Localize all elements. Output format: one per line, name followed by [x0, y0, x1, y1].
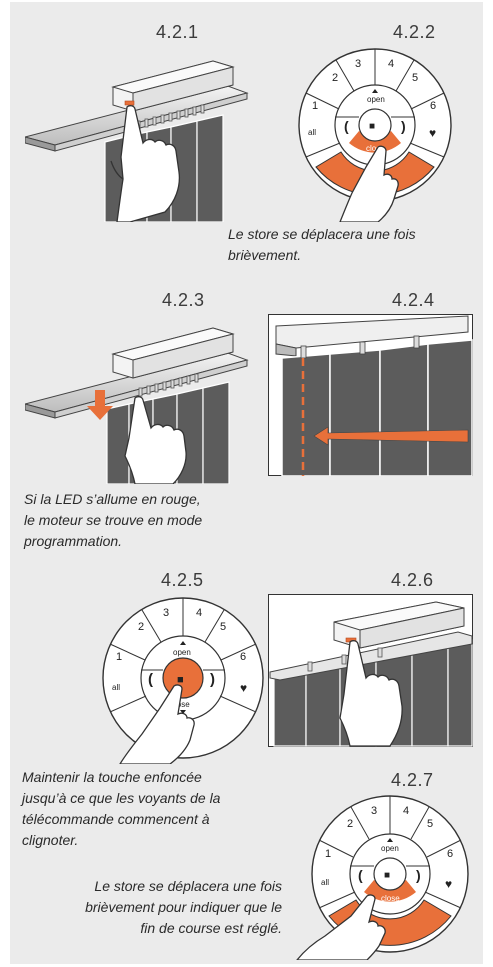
- caption-line: le moteur se trouve en mode: [24, 512, 203, 528]
- key-2[interactable]: 2: [332, 72, 338, 84]
- key-close[interactable]: close: [171, 700, 190, 709]
- caption-line: programmation.: [24, 533, 123, 549]
- step-label-4-2-7: 4.2.7: [391, 770, 434, 790]
- key-4[interactable]: 4: [403, 805, 409, 817]
- caption-line: télécommande commencent à: [22, 811, 210, 827]
- illustration-remote-close-final: 2 3 4 5 1 6 all ♥ open ■ ( ) close: [296, 795, 469, 960]
- key-open[interactable]: open: [173, 648, 191, 657]
- step-label-4-2-6: 4.2.6: [391, 570, 434, 590]
- step-label-4-2-5: 4.2.5: [161, 570, 204, 590]
- step-label-4-2-3: 4.2.3: [162, 290, 205, 310]
- blind-vanes: [281, 339, 473, 476]
- key-4[interactable]: 4: [196, 607, 202, 619]
- caption-4-2-7: Le store se déplacera une fois brièvemen…: [30, 876, 282, 939]
- illustration-motor-press-framed: [268, 594, 473, 747]
- key-close[interactable]: close: [381, 894, 400, 903]
- key-left[interactable]: (: [344, 118, 349, 134]
- key-5[interactable]: 5: [220, 621, 226, 633]
- open-arrow-icon: [180, 641, 186, 645]
- illustration-blind-alignment: [268, 314, 473, 476]
- caption-4-2-5: Maintenir la touche enfoncée jusqu’à ce …: [22, 767, 282, 851]
- illustration-motor-press-hold: [25, 327, 249, 484]
- key-6[interactable]: 6: [430, 100, 436, 112]
- key-left[interactable]: (: [358, 867, 363, 883]
- key-favorite[interactable]: ♥: [429, 126, 436, 140]
- open-arrow-icon: [387, 838, 393, 842]
- key-all[interactable]: all: [308, 128, 316, 137]
- instruction-page: 4.2.1 4.2.2 4.2.3 4.2.4 4.2.5 4.2.6 4.2.…: [10, 2, 483, 964]
- caption-line: Le store se déplacera une fois: [228, 226, 416, 242]
- key-5[interactable]: 5: [412, 72, 418, 84]
- key-6[interactable]: 6: [447, 848, 453, 860]
- key-3[interactable]: 3: [163, 607, 169, 619]
- key-right[interactable]: ): [401, 118, 406, 134]
- open-arrow-icon: [372, 89, 378, 93]
- key-2[interactable]: 2: [138, 621, 144, 633]
- key-stop[interactable]: ■: [369, 121, 375, 132]
- caption-line: fin de course est réglé.: [140, 920, 282, 936]
- caption-line: Maintenir la touche enfoncée: [22, 769, 202, 785]
- caption-line: clignoter.: [22, 832, 79, 848]
- key-left[interactable]: (: [148, 671, 153, 688]
- key-favorite[interactable]: ♥: [445, 877, 452, 891]
- key-stop[interactable]: ■: [384, 870, 390, 881]
- caption-line: brièvement.: [228, 247, 302, 263]
- caption-line: Le store se déplacera une fois: [94, 878, 282, 894]
- key-3[interactable]: 3: [371, 805, 377, 817]
- led-button: [124, 100, 135, 106]
- illustration-remote-stop: 2 3 4 5 1 6 all ♥ open ■ ( ) close: [102, 597, 264, 764]
- key-close[interactable]: close: [366, 144, 385, 153]
- arrow-left-icon: [313, 426, 469, 446]
- clip: [300, 345, 307, 359]
- key-1[interactable]: 1: [312, 100, 318, 112]
- step-label-4-2-1: 4.2.1: [156, 22, 199, 42]
- key-right[interactable]: ): [210, 671, 215, 688]
- close-arrow-icon: [387, 905, 393, 909]
- clip: [359, 341, 366, 355]
- illustration-motor-button-press: [25, 60, 249, 222]
- key-3[interactable]: 3: [355, 58, 361, 70]
- caption-line: Si la LED s’allume en rouge,: [24, 491, 201, 507]
- caption-line: jusqu’à ce que les voyants de la: [22, 790, 221, 806]
- key-all[interactable]: all: [112, 683, 120, 692]
- step-label-4-2-2: 4.2.2: [393, 22, 436, 42]
- key-favorite[interactable]: ♥: [240, 681, 247, 695]
- clip: [413, 335, 420, 349]
- key-right[interactable]: ): [416, 867, 421, 883]
- remote-body: [298, 48, 452, 202]
- caption-4-2-3: Si la LED s’allume en rouge, le moteur s…: [24, 489, 264, 552]
- key-2[interactable]: 2: [347, 818, 353, 830]
- key-1[interactable]: 1: [116, 651, 122, 663]
- arrow-down-icon: [87, 390, 113, 420]
- step-label-4-2-4: 4.2.4: [392, 290, 435, 310]
- illustration-remote-close: 2 3 4 5 1 6 all ♥ open ■ ( ) close: [298, 48, 452, 222]
- key-5[interactable]: 5: [427, 818, 433, 830]
- key-1[interactable]: 1: [325, 848, 331, 860]
- key-stop[interactable]: ■: [177, 674, 184, 686]
- key-6[interactable]: 6: [240, 651, 246, 663]
- close-arrow-icon: [180, 710, 186, 714]
- key-open[interactable]: open: [381, 844, 399, 853]
- caption-4-2-2: Le store se déplacera une fois brièvemen…: [228, 224, 480, 266]
- caption-line: brièvement pour indiquer que le: [85, 899, 282, 915]
- key-all[interactable]: all: [321, 878, 329, 887]
- key-4[interactable]: 4: [388, 58, 394, 70]
- key-open[interactable]: open: [367, 95, 385, 104]
